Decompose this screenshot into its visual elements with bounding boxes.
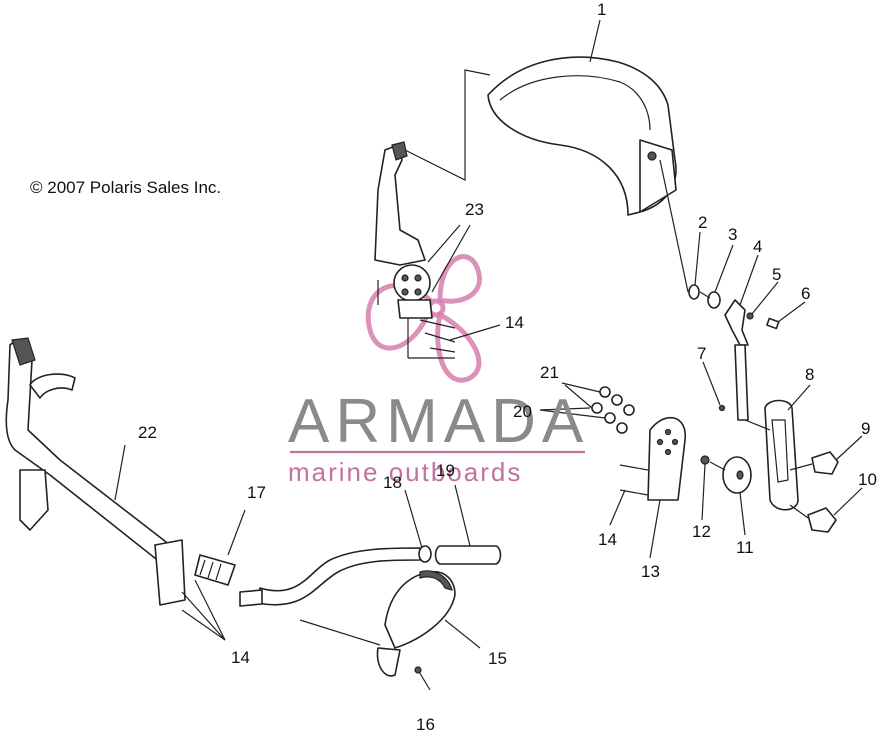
pad-15	[376, 570, 456, 677]
rod-7	[718, 344, 749, 421]
latch-assembly	[374, 141, 456, 359]
backrest-pad	[487, 56, 677, 216]
spacer-11	[722, 456, 752, 494]
screw-16	[414, 666, 431, 691]
nut-12	[700, 455, 710, 465]
washer-3	[707, 291, 721, 309]
callout-23: 23	[465, 200, 484, 219]
armada-watermark: ARMADA marine outboards	[288, 387, 589, 487]
callout-5: 5	[772, 265, 781, 284]
callout-3: 3	[728, 225, 737, 244]
grip-17	[194, 554, 236, 586]
watermark-tagline: marine outboards	[288, 457, 522, 487]
tube-bar	[239, 547, 421, 607]
callout-9: 9	[861, 419, 870, 438]
bolt-6	[766, 317, 780, 330]
callout-21: 21	[540, 363, 559, 382]
washer-2	[688, 284, 700, 300]
callout-14-lower: 14	[231, 648, 250, 667]
callout-18: 18	[383, 473, 402, 492]
watermark-brand: ARMADA	[288, 387, 589, 456]
callout-22: 22	[138, 423, 157, 442]
callout-15: 15	[488, 649, 507, 668]
callout-1: 1	[597, 0, 606, 19]
callout-20: 20	[513, 402, 532, 421]
knob-10	[807, 507, 837, 533]
callout-8: 8	[805, 365, 814, 384]
callout-17: 17	[247, 483, 266, 502]
knob-9	[811, 451, 839, 475]
fasteners-20-21	[591, 386, 635, 434]
callout-14-upper: 14	[505, 313, 524, 332]
callout-11: 11	[736, 538, 754, 557]
nut-5	[746, 312, 754, 320]
mount-plate-13	[647, 416, 686, 501]
handle-8	[764, 399, 799, 511]
callout-7: 7	[697, 344, 706, 363]
callout-12: 12	[692, 522, 711, 541]
callout-14-right: 14	[598, 530, 617, 549]
frame-bar-22	[5, 337, 186, 606]
plug-18	[418, 545, 432, 563]
copyright-text: © 2007 Polaris Sales Inc.	[30, 178, 221, 197]
sleeve-19	[434, 545, 502, 565]
callout-13: 13	[641, 562, 660, 581]
callout-10: 10	[858, 470, 877, 489]
callout-16: 16	[416, 715, 435, 731]
callout-2: 2	[698, 213, 707, 232]
callout-19: 19	[436, 461, 455, 480]
callout-labels: 1 2 3 4 5 6 7 8 9 10 11 12 13 14 14 14 1…	[138, 0, 877, 731]
callout-6: 6	[801, 284, 810, 303]
callout-4: 4	[753, 237, 762, 256]
bracket-4	[724, 299, 749, 346]
